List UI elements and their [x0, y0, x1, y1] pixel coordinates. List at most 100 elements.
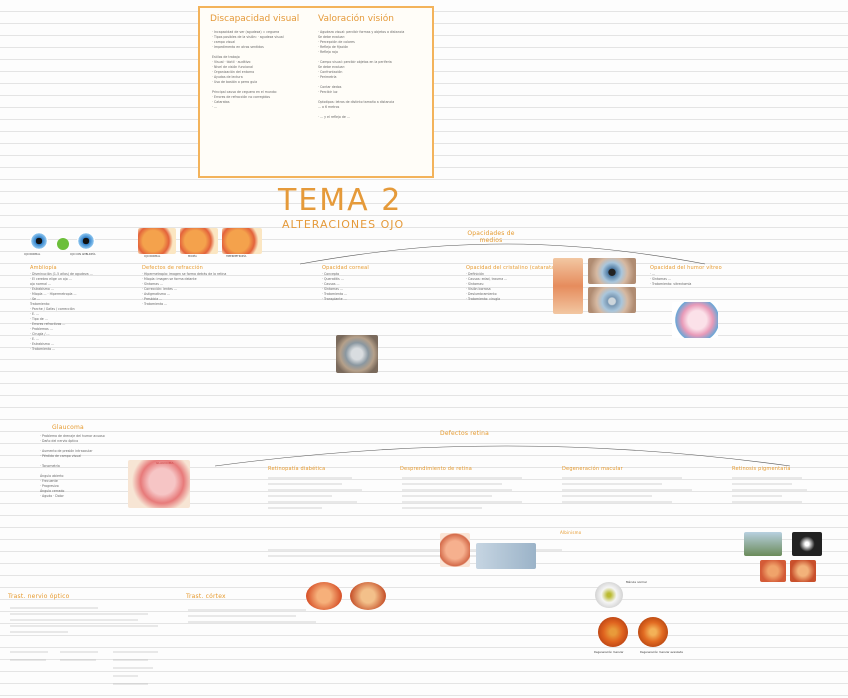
cataract-notes: · Definición· Causas: edad, trauma ...· … — [466, 272, 507, 302]
note-line: · Pérdida de campo visual — [40, 454, 82, 458]
corneal-photo — [336, 335, 378, 373]
refraction-diagram: OJO NORMAL MIOPÍA HIPERMETROPÍA — [138, 228, 266, 262]
note-line: · Frecuente — [40, 479, 58, 483]
note-line: · Ayudas de lectura — [212, 75, 243, 79]
box-left-title: Discapacidad visual — [210, 14, 300, 24]
note-line: · Tipos posibles de la visión: · agudeza… — [212, 35, 284, 39]
glaucoma-diagram: GLAUCOMA — [128, 460, 190, 508]
note-line: · Hipermetropía: imagen se forma detrás … — [142, 272, 227, 276]
note-line: · Progresivo — [40, 484, 59, 488]
summary-box: Discapacidad visual Valoración visión · … — [198, 6, 434, 178]
retinitis-fundus-1 — [760, 560, 786, 582]
macula-diagram — [595, 582, 623, 608]
note-line: Estilos de trabajo — [212, 55, 240, 59]
box-right-title: Valoración visión — [318, 14, 394, 24]
glaucoma-head: Glaucoma — [52, 424, 84, 431]
note-line: · Síntomas ... — [650, 277, 671, 281]
vitreo-head: Opacidad del humor vítreo — [650, 265, 722, 271]
eye-photo-cataract — [588, 287, 636, 313]
note-line: · Incapacidad de ver (agudeza) = ceguera — [212, 30, 280, 34]
note-line: · ... y el reflejo de ... — [318, 115, 350, 119]
note-line: Optotipos: letras de distinto tamaño a d… — [318, 100, 395, 104]
vitreo-notes: · ...· Síntomas ...· Tratamiento: vitrec… — [650, 272, 691, 287]
note-line: · Síntomas ... — [142, 282, 163, 286]
note-line: · Organización del entorno — [212, 70, 255, 74]
macula-label: Degeneración macular — [594, 651, 624, 654]
note-line: Tratamiento: — [30, 302, 51, 306]
eye-label: OJO NORMAL — [144, 255, 161, 258]
note-line: · Agudeza visual: percibir formas y obje… — [318, 30, 405, 34]
note-line: · ... — [650, 272, 656, 276]
subtitle: ALTERACIONES OJO — [282, 218, 405, 231]
note-line: · Campo visual: percibir objetos en la p… — [318, 60, 392, 64]
note-line: ... a 6 metros — [318, 105, 340, 109]
note-line: · E. ... — [30, 337, 40, 341]
note-line: · campo visual — [212, 40, 236, 44]
retina-head: Defectos retina — [440, 430, 489, 437]
note-line: ojo normal ... — [30, 282, 52, 286]
diabetic-head: Retinopatía diabética — [268, 466, 326, 472]
note-line: · Daño del nervio óptico — [40, 439, 79, 443]
note-line: · Cirugía / ... — [30, 332, 50, 336]
albinism-head: Albinismo — [560, 530, 582, 535]
note-line: · Tratamiento: cirugía — [466, 297, 501, 301]
corneal-notes: · Concepto· Queratitis ...· Causas ...· … — [322, 272, 347, 302]
eye-label: OJO NORMAL — [24, 253, 41, 256]
note-line: Se debe evaluar: — [318, 65, 345, 69]
note-line: · Tratamiento ... — [322, 292, 348, 296]
note-line: · E. ... — [30, 312, 40, 316]
refraccion-notes: · Hipermetropía: imagen se forma detrás … — [142, 272, 226, 307]
vitreo-diagram — [672, 302, 718, 338]
note-line: · Concepto — [322, 272, 340, 276]
note-line: · Visión borrosa — [466, 287, 491, 291]
note-line: · Perimetría — [318, 75, 337, 79]
note-line: · Cataratas — [212, 100, 230, 104]
note-line: · Percepción de colores — [318, 40, 355, 44]
note-line: · Miopía ... · Hipermetropía ... — [30, 292, 77, 296]
nerve-head: Trast. nervio óptico — [8, 593, 70, 600]
cortex-notes — [186, 602, 326, 632]
macular-degen-2 — [638, 617, 668, 647]
fundus-img-1 — [306, 582, 342, 610]
detachment-diagram — [440, 533, 470, 567]
eye-label: MIOPÍA — [188, 255, 197, 258]
retina-notes-area — [262, 474, 822, 564]
fundus-img-2 — [350, 582, 386, 610]
retinitis-photo-2 — [792, 532, 822, 556]
retinitis-head: Retinosis pigmentaria — [732, 466, 791, 472]
amblyopia-diagram: OJO NORMAL OJO CON AMBLIOPÍA — [22, 228, 102, 262]
note-line: · Visual · táctil · auditivo — [212, 60, 251, 64]
note-line: · Problemas ... — [30, 327, 53, 331]
note-line: · Aumento de presión intraocular — [40, 449, 93, 453]
note-line: · Deslumbramiento — [466, 292, 497, 296]
note-line: · Disminución (1-5 años) de agudeza ... — [30, 272, 93, 276]
macula-label: Mácula normal — [626, 580, 647, 584]
corneal-head: Opacidad corneal — [322, 265, 369, 271]
detachment-views — [476, 543, 536, 569]
note-line: · Presbicia ... — [142, 297, 163, 301]
cortex-head: Trast. córtex — [186, 593, 226, 600]
note-line: · Tipo de ... — [30, 317, 48, 321]
retina-connector — [215, 445, 791, 467]
note-line: · ... — [212, 105, 218, 109]
note-line: · Causas: edad, trauma ... — [466, 277, 508, 281]
hyperopia-img — [222, 228, 262, 254]
note-line: · Errores de refracción no corregidos — [212, 95, 271, 99]
macular-head: Degeneración macular — [562, 466, 623, 472]
ambliopia-notes: · Disminución (1-5 años) de agudeza ... ·… — [30, 272, 93, 352]
note-line: · Uso de bastón o perro guía — [212, 80, 258, 84]
note-line: Ángulo cerrado — [40, 489, 65, 493]
glaucoma-notes: · Problema de drenaje del humor acuoso· … — [40, 434, 105, 499]
box-right-notes: · Agudeza visual: percibir formas y obje… — [318, 30, 404, 120]
note-line: · Nivel de visión funcional — [212, 65, 253, 69]
note-line: · Queratitis ... — [322, 277, 344, 281]
eye-label: HIPERMETROPÍA — [226, 255, 247, 258]
opacidades-head: Opacidades de medios — [467, 230, 515, 244]
note-line: · Corrección: lentes ... — [142, 287, 177, 291]
note-line: · Tratamiento: vitrectomía — [650, 282, 692, 286]
note-line: · Confrontación — [318, 70, 343, 74]
note-line: · Tratamiento ... — [30, 347, 56, 351]
main-title: TEMA 2 — [278, 183, 403, 218]
note-line: · Astigmatismo ... — [142, 292, 170, 296]
note-line: · Síntomas: — [466, 282, 484, 286]
